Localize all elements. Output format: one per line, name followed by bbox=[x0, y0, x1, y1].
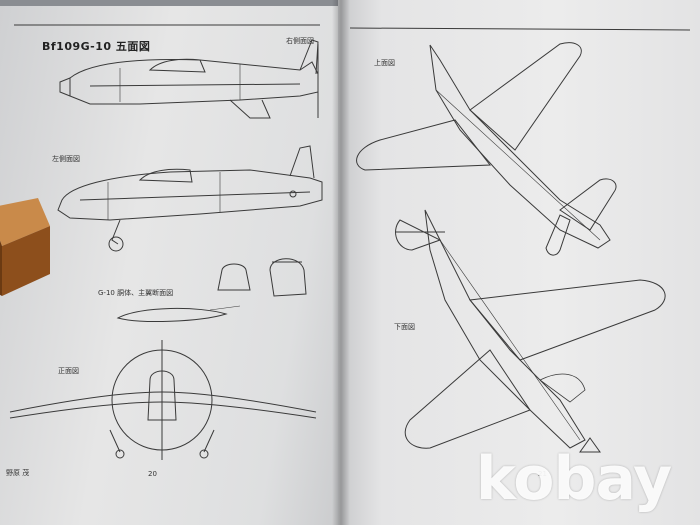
sections-label: G-10 胴体、主翼断面図 bbox=[98, 289, 174, 297]
bottom-view-drawing bbox=[395, 209, 666, 453]
top-view-label: 上面図 bbox=[374, 59, 395, 67]
fuselage-section-drawings bbox=[116, 258, 307, 322]
author-credit: 野原 茂 bbox=[6, 469, 30, 477]
bottom-view-label: 下面図 bbox=[394, 323, 415, 331]
right-page-rule bbox=[349, 27, 691, 31]
right-page bbox=[338, 0, 700, 525]
front-view-drawing bbox=[9, 340, 317, 460]
left-side-view-drawing bbox=[57, 145, 323, 252]
front-view-label: 正面図 bbox=[58, 367, 79, 375]
right-side-view-label: 右側面図 bbox=[286, 37, 314, 45]
left-page-number: 20 bbox=[148, 470, 157, 478]
right-page-number: 21 bbox=[538, 470, 547, 478]
kobay-watermark: kobay bbox=[476, 444, 672, 514]
right-side-view-drawing bbox=[59, 39, 319, 119]
top-view-drawing bbox=[356, 42, 617, 256]
drawing-title: Bf109G-10 五面図 bbox=[42, 40, 151, 53]
book-gutter bbox=[332, 0, 350, 525]
left-page bbox=[0, 6, 345, 525]
wooden-block bbox=[0, 198, 50, 296]
left-side-view-label: 左側面図 bbox=[52, 155, 80, 163]
